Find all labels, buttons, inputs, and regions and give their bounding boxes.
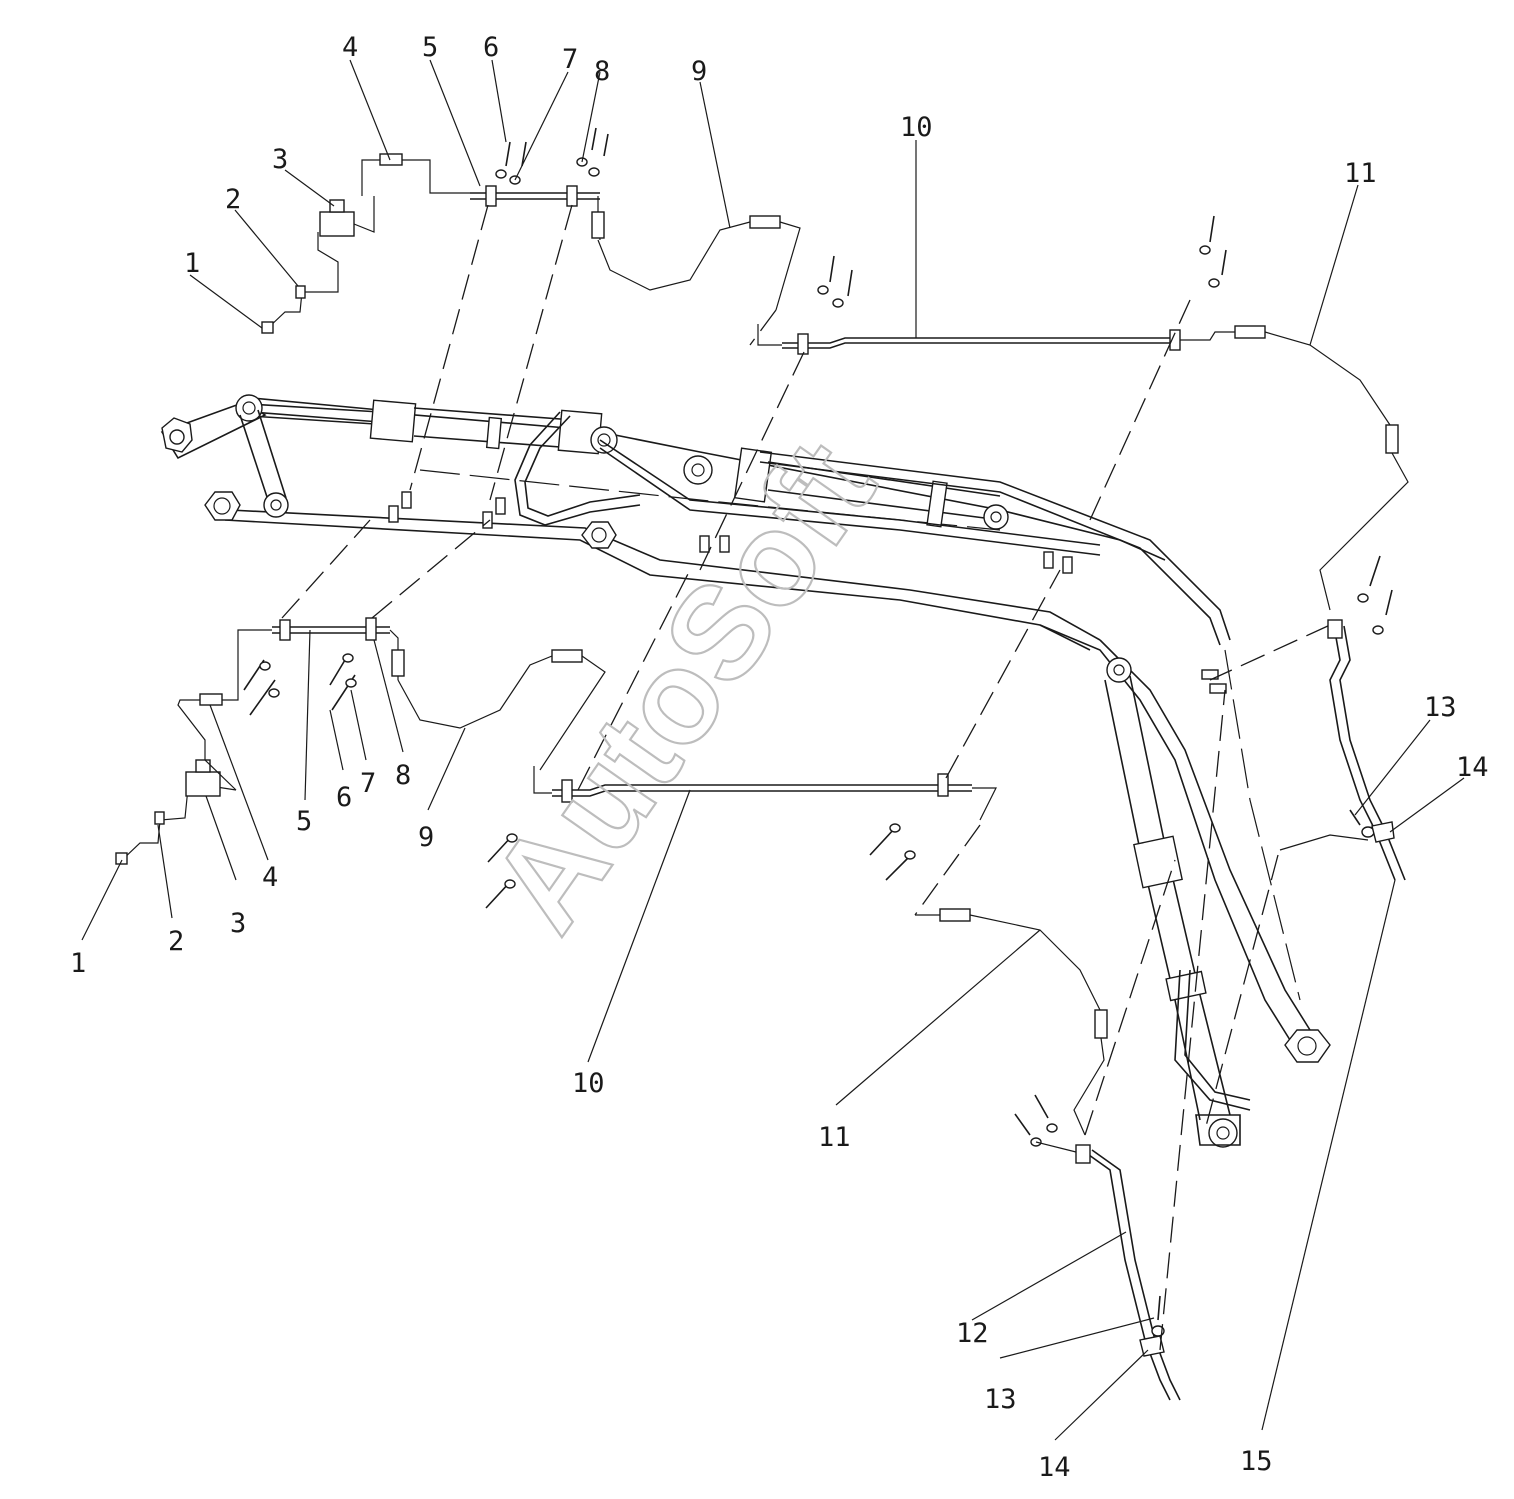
lower-right-hoses [915, 689, 1226, 1401]
label-13-right: 13 [1424, 692, 1457, 723]
label-14-bottom: 14 [1038, 1452, 1071, 1483]
valve-3-bottom [185, 771, 221, 797]
label-5-bottom: 5 [296, 806, 312, 837]
label-3-bottom: 3 [230, 908, 246, 939]
fitting-2-bottom [154, 811, 165, 825]
label-13-bottom: 13 [984, 1384, 1017, 1415]
pipe-10-bottom [485, 569, 1061, 916]
label-7-bottom: 7 [360, 768, 376, 799]
label-14-right: 14 [1456, 752, 1489, 783]
label-4-top: 4 [342, 32, 358, 63]
label-2-top: 2 [225, 184, 241, 215]
label-9-bottom: 9 [418, 822, 434, 853]
label-10-bottom: 10 [572, 1068, 605, 1099]
right-pipe-assembly [1204, 555, 1406, 1131]
hose-11-top [1180, 325, 1409, 681]
label-11-bottom: 11 [818, 1122, 851, 1153]
label-11-top: 11 [1344, 158, 1377, 189]
label-1-top: 1 [184, 248, 200, 279]
fitting-2-top [295, 285, 306, 299]
label-3-top: 3 [272, 144, 288, 175]
boom-structure [160, 394, 1331, 1148]
label-7-top: 7 [562, 44, 578, 75]
coupling-4-bottom [199, 693, 223, 706]
label-8-bottom: 8 [395, 760, 411, 791]
label-9-top: 9 [691, 56, 707, 87]
valve-3-top [319, 211, 355, 237]
upper-piping-set [261, 127, 801, 501]
label-8-top: 8 [594, 56, 610, 87]
coupling-4-top [379, 153, 403, 166]
label-12-bottom: 12 [956, 1318, 989, 1349]
label-6-top: 6 [483, 32, 499, 63]
fitting-1-bottom [115, 852, 128, 865]
leader-lines [81, 59, 1465, 1441]
label-1-bottom: 1 [70, 948, 86, 979]
label-4-bottom: 4 [262, 862, 278, 893]
label-2-bottom: 2 [168, 926, 184, 957]
label-15-bottom: 15 [1240, 1446, 1273, 1477]
pipe-10-top [699, 215, 1227, 571]
label-6-bottom: 6 [336, 782, 352, 813]
fitting-1-top [261, 321, 274, 334]
item-labels: 4 5 6 7 8 9 3 2 1 10 11 1 2 3 4 5 6 7 8 … [70, 32, 1489, 1483]
watermark: AutoSoft [463, 415, 903, 956]
lower-piping-set [115, 519, 606, 865]
label-10-top: 10 [900, 112, 933, 143]
label-5-top: 5 [422, 32, 438, 63]
